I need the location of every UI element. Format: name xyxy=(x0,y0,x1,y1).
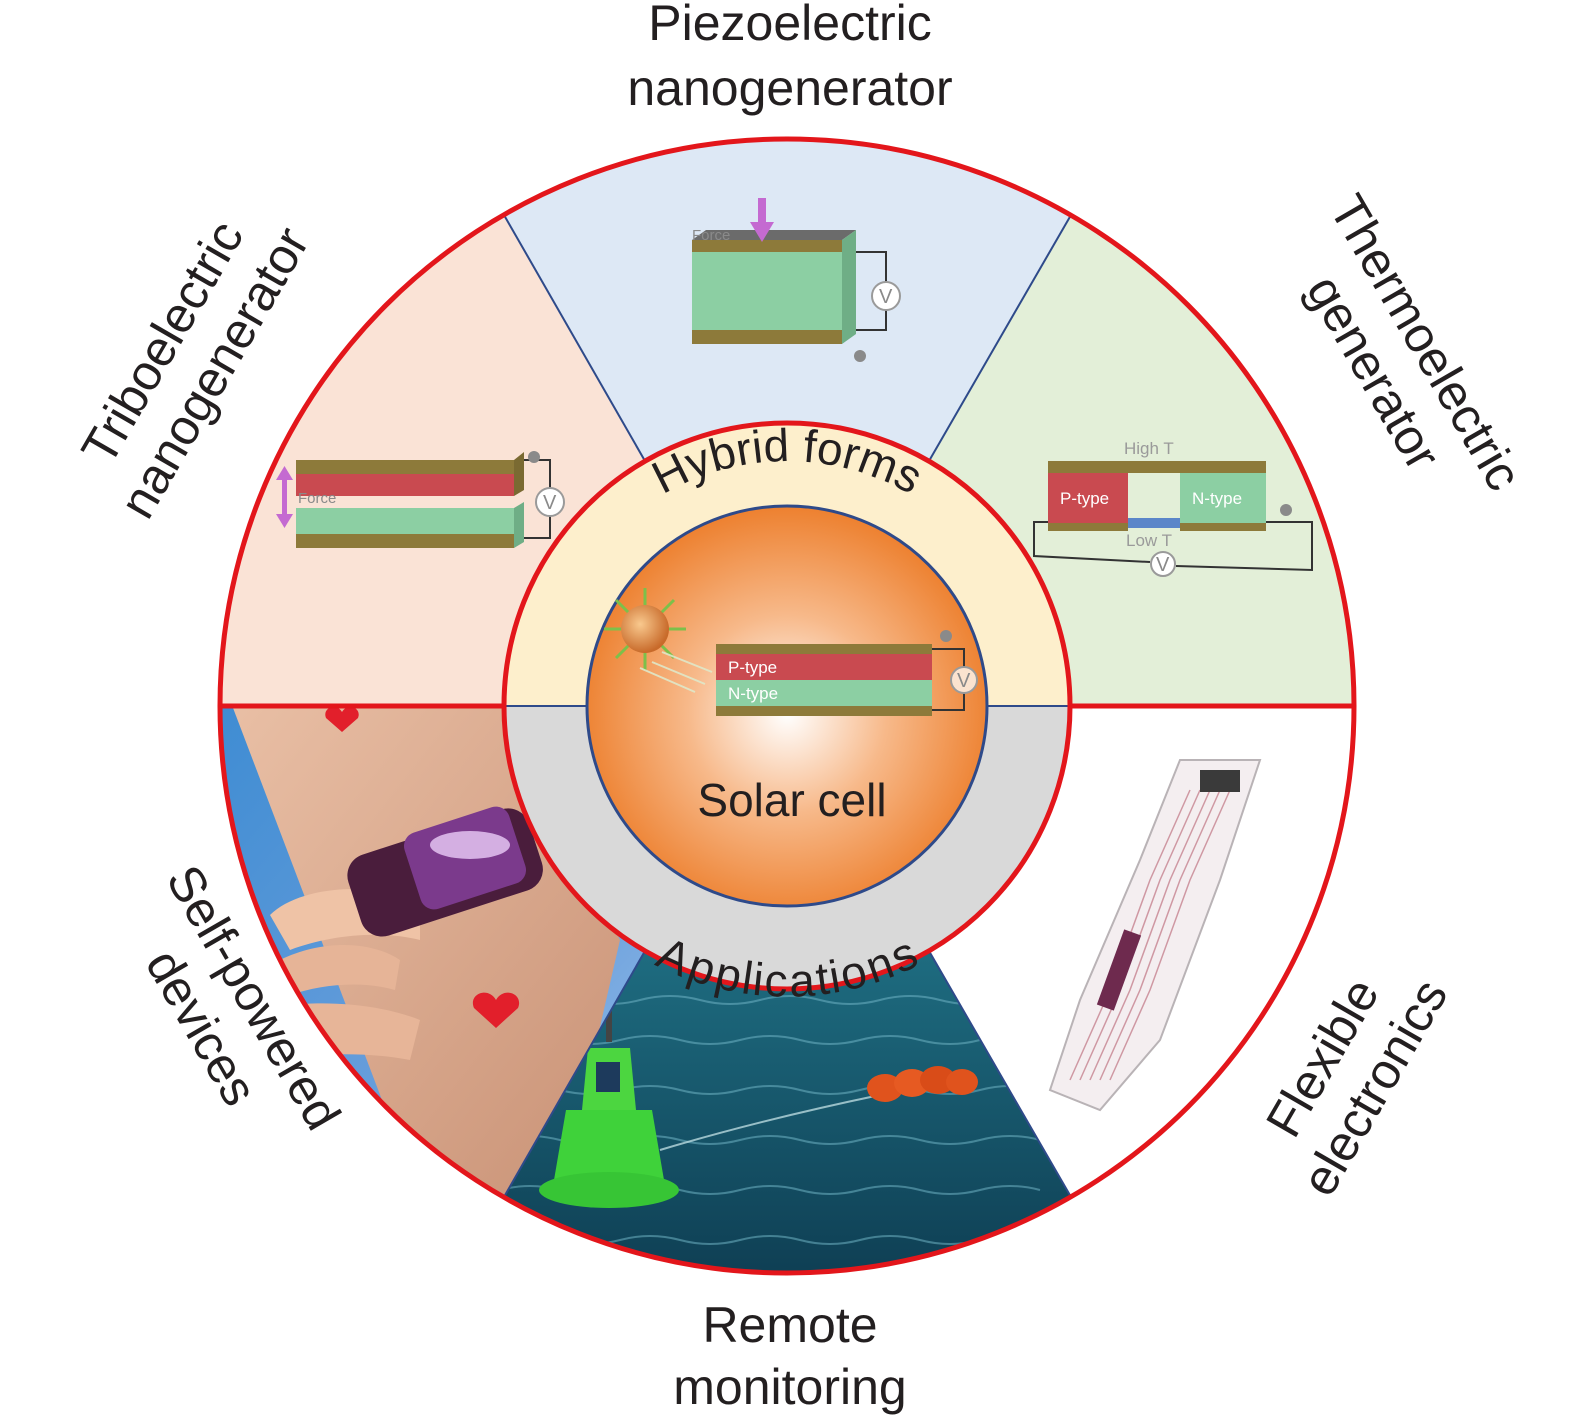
buoy-icon xyxy=(539,1010,679,1208)
heart-icon xyxy=(325,706,359,732)
thermo-sector xyxy=(929,215,1354,706)
piezo-label-line1: Piezoelectric xyxy=(648,0,931,51)
piezo-voltmeter-label: V xyxy=(879,286,893,308)
force-arrow-icon xyxy=(750,198,774,242)
thermo-voltmeter-label: V xyxy=(1156,554,1170,576)
smartwatch-icon xyxy=(347,806,543,937)
tribo-device: V Force xyxy=(276,451,565,548)
electron-icon xyxy=(854,350,866,362)
remote-label-line2: monitoring xyxy=(673,1359,906,1415)
tribo-voltmeter-label: V xyxy=(543,492,557,514)
thermo-device: P-type N-type High T Low T V xyxy=(1033,439,1313,577)
low-t-label: Low T xyxy=(1126,531,1172,550)
sun-icon xyxy=(604,588,713,693)
thermo-p-type-label: P-type xyxy=(1060,489,1109,508)
solar-n-type-label: N-type xyxy=(728,684,778,703)
orange-float-icon xyxy=(867,1066,978,1102)
piezo-device: V Force xyxy=(692,198,901,362)
high-t-label: High T xyxy=(1124,439,1174,458)
piezo-force-label: Force xyxy=(692,227,730,244)
center-label: Solar cell xyxy=(697,774,886,826)
piezo-label-line2: nanogenerator xyxy=(627,60,952,116)
hybrid-forms-ring xyxy=(504,423,1070,706)
flexible-circuit-image xyxy=(1048,759,1262,1112)
remote-label-line1: Remote xyxy=(702,1297,877,1353)
electron-icon xyxy=(1280,504,1292,516)
thermo-n-type-label: N-type xyxy=(1192,489,1242,508)
applications-ring xyxy=(504,706,1070,989)
remote-monitoring-image xyxy=(504,951,1071,1273)
inner-ring-border xyxy=(501,420,1073,992)
heart-icon xyxy=(472,992,520,1028)
double-arrow-icon xyxy=(276,466,293,528)
electron-icon xyxy=(940,630,952,642)
solar-pn-device: P-type N-type V xyxy=(716,630,978,716)
outer-ring xyxy=(217,136,1357,1276)
electron-icon xyxy=(528,451,540,463)
solar-voltmeter-label: V xyxy=(957,670,971,692)
solar-p-type-label: P-type xyxy=(728,658,777,677)
tribo-force-label: Force xyxy=(298,490,336,507)
